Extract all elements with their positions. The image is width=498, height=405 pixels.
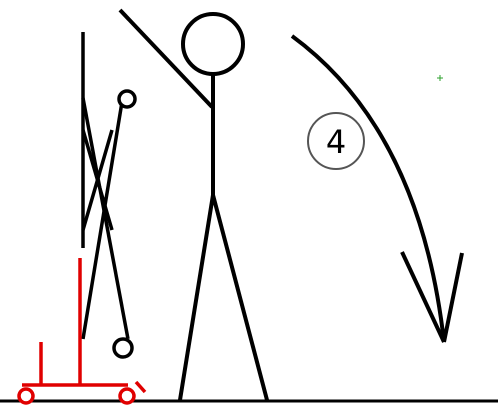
- frame-top-pivot: [117, 89, 137, 109]
- stick-figure: [118, 8, 269, 401]
- wheeled-base: [17, 258, 147, 405]
- arrow-head-left: [400, 251, 446, 343]
- frame-cross-bar-a: [81, 97, 130, 340]
- arrow-arc: [290, 34, 446, 343]
- figure-raised-arm: [118, 8, 214, 109]
- folding-frame: [81, 32, 137, 359]
- curved-motion-arrow: [290, 34, 464, 343]
- base-wheel-left: [17, 387, 35, 405]
- step-number-text: 4: [326, 123, 346, 161]
- frame-cross-bar-d: [81, 129, 114, 231]
- arrow-head-right: [442, 252, 464, 343]
- step-number-badge: 4: [307, 112, 365, 170]
- green-marker: [437, 75, 443, 81]
- figure-head: [181, 12, 245, 76]
- base-wheel-right: [118, 387, 136, 405]
- step-number-circle: [307, 112, 365, 170]
- base-tab: [134, 380, 147, 394]
- frame-bottom-pivot: [112, 337, 134, 359]
- frame-cross-bar-b: [81, 101, 124, 340]
- figure-left-leg: [178, 194, 215, 401]
- figure-right-leg: [211, 194, 269, 401]
